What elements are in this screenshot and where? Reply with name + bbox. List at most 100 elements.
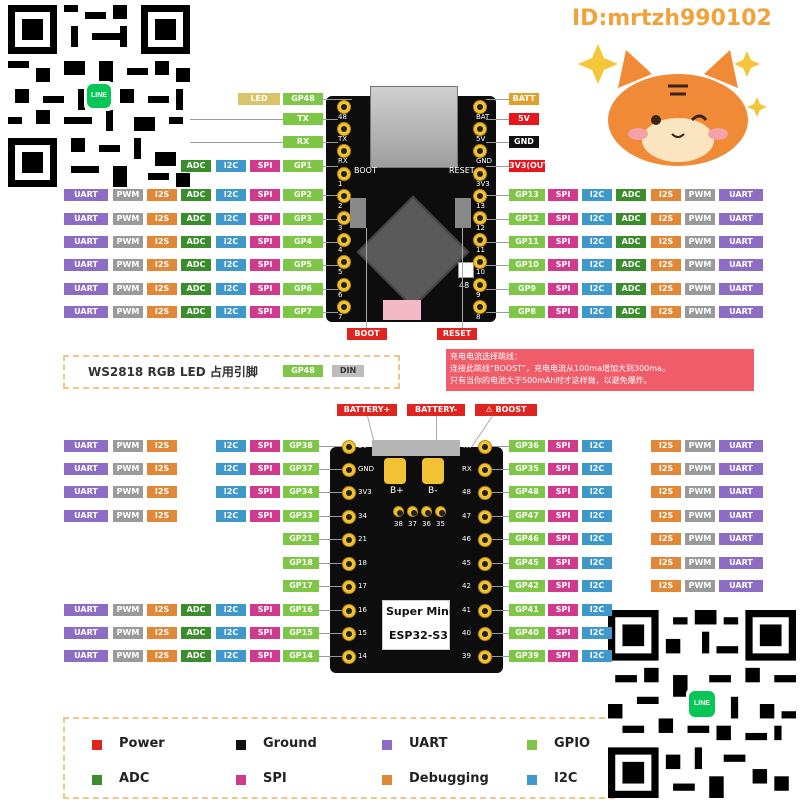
- silk-bottom-left-pin: 16: [358, 606, 367, 614]
- watermark-id: ID:mrtzh990102: [572, 6, 772, 31]
- legend-swatch-ground: [236, 740, 246, 750]
- bottom-right-row5-tag-uart: UART: [719, 533, 763, 545]
- callout-battery-minus: BATTERY-: [407, 404, 465, 416]
- silk-bottom-left-pin: 17: [358, 582, 367, 590]
- silk-top-right-pin: 12: [476, 224, 485, 232]
- top-right-pin: [473, 166, 487, 181]
- silk-bottom-right-pin: 46: [462, 535, 471, 543]
- top-right-row2-tag-i2s: I2S: [651, 213, 681, 225]
- ws2818-din: DIN: [332, 365, 364, 377]
- silk-boot: BOOT: [354, 166, 377, 175]
- bottom-right-row7-gp: GP42: [509, 580, 545, 592]
- top-right-row6-tag-i2s: I2S: [651, 306, 681, 318]
- top-left-row4-tag-pwm: PWM: [113, 259, 143, 271]
- top-left-pin: [337, 233, 351, 248]
- bottom-left-pin: [342, 440, 356, 454]
- top-right-power-3v3out: 3V3(OUT): [509, 160, 553, 172]
- silk-bottom-right-pin: RX: [462, 465, 472, 473]
- bottom-right-row1-tag-i2c: I2C: [582, 440, 612, 452]
- bottom-right-row10-gp: GP39: [509, 650, 545, 662]
- bottom-left-row2-tag-spi: SPI: [250, 463, 280, 475]
- top-right-pin: [473, 299, 487, 314]
- bottom-right-row3-tag-pwm: PWM: [685, 486, 715, 498]
- bottom-left-row1-gp: GP38: [283, 440, 319, 452]
- top-left-row4-tag-i2s: I2S: [147, 259, 177, 271]
- silk-bottom-left-pin: 21: [358, 535, 367, 543]
- bottom-left-row1-tag-i2c: I2C: [216, 440, 246, 452]
- usb-c-connector-top: [370, 86, 458, 168]
- bottom-right-row8-tag-spi: SPI: [548, 604, 578, 616]
- top-right-row4-tag-i2s: I2S: [651, 259, 681, 271]
- bottom-left-pin: [342, 604, 356, 618]
- top-left-pin: [337, 100, 351, 114]
- top-tx-label: TX: [283, 113, 323, 125]
- bottom-right-row2-line: [490, 469, 509, 470]
- silk-top-left-pin: RX: [338, 157, 348, 166]
- legend-label-power: Power: [119, 736, 165, 751]
- bottom-right-row5-tag-i2s: I2S: [651, 533, 681, 545]
- ws2818-box: [63, 355, 400, 389]
- silk-top-right-pin: 8: [476, 312, 481, 321]
- bottom-left-row4-tag-uart: UART: [64, 510, 108, 522]
- top-right-row6-tag-spi: SPI: [548, 306, 578, 318]
- bottom-right-pin: [478, 627, 492, 641]
- silk-bottom-left-pin: 34: [358, 512, 367, 520]
- silk-bottom-right-pin: 47: [462, 512, 471, 520]
- bottom-left-row9-tag-pwm: PWM: [113, 627, 143, 639]
- callout-line-boot: [366, 228, 367, 328]
- silk-bottom-right-pin: TX: [462, 442, 472, 450]
- top-right-row2-tag-uart: UART: [719, 213, 763, 225]
- top-right-row3-tag-spi: SPI: [548, 236, 578, 248]
- bottom-left-row9-gp: GP15: [283, 627, 319, 639]
- bottom-left-row8-tag-i2s: I2S: [147, 604, 177, 616]
- bottom-right-row3-tag-i2c: I2C: [582, 486, 612, 498]
- silk-bottom-left-pin: 15: [358, 629, 367, 637]
- bottom-left-row9-tag-spi: SPI: [250, 627, 280, 639]
- legend-label-uart: UART: [409, 736, 448, 751]
- top-right-row1-line: [486, 195, 509, 196]
- top-left-row3-tag-adc: ADC: [181, 236, 211, 248]
- bottom-right-pin: [478, 580, 492, 594]
- top-left-row6-gp: GP7: [283, 306, 323, 318]
- bottom-right-row7-tag-i2c: I2C: [582, 580, 612, 592]
- bottom-right-row4-tag-spi: SPI: [548, 510, 578, 522]
- legend-label-gpio: GPIO: [554, 736, 591, 751]
- charging-note-line2: 连接此跳线“BOOST”，充电电流从100ma增加大到300ma。: [450, 364, 670, 373]
- top-left-row6-tag-pwm: PWM: [113, 306, 143, 318]
- bottom-left-row4-line: [319, 516, 342, 517]
- top-left-row3-tag-pwm: PWM: [113, 236, 143, 248]
- top-left-row6-tag-i2s: I2S: [147, 306, 177, 318]
- line-app-icon-bottom: LINE: [686, 688, 718, 720]
- top-right-pin: [473, 122, 487, 137]
- top-left-row2-tag-i2c: I2C: [216, 213, 246, 225]
- top-left-row3-tag-i2s: I2S: [147, 236, 177, 248]
- bottom-right-row1-tag-i2s: I2S: [651, 440, 681, 452]
- top-left-row4-tag-adc: ADC: [181, 259, 211, 271]
- top-left-row2-tag-pwm: PWM: [113, 213, 143, 225]
- top-left-row1-tag-i2s: I2S: [147, 189, 177, 201]
- bottom-right-row6-line: [490, 563, 509, 564]
- bottom-left-row9-tag-uart: UART: [64, 627, 108, 639]
- bottom-right-row6-tag-spi: SPI: [548, 557, 578, 569]
- bottom-inner-pad: [435, 506, 446, 517]
- top-led-gp48: GP48: [283, 93, 323, 105]
- top-right-row4-tag-uart: UART: [719, 259, 763, 271]
- board-label-line1: Super Mini: [386, 605, 453, 618]
- bottom-right-row3-gp: GP48: [509, 486, 545, 498]
- top-left-row2-tag-adc: ADC: [181, 213, 211, 225]
- top-right-power-5v: 5V: [509, 113, 539, 125]
- silk-bottom-left-pin: 18: [358, 559, 367, 567]
- silk-bottom-left-pin: 5V: [358, 442, 368, 450]
- bottom-right-row2-tag-pwm: PWM: [685, 463, 715, 475]
- bottom-left-pin: [342, 463, 356, 477]
- top-left-pin: [337, 211, 351, 225]
- usb-c-connector-bottom: [372, 440, 460, 456]
- bottom-right-row3-line: [490, 492, 509, 493]
- legend-label-ground: Ground: [263, 736, 317, 751]
- tiger-mascot-image: [578, 44, 767, 166]
- callout-boost-label: BOOST: [495, 405, 527, 414]
- bottom-right-row7-line: [490, 586, 509, 587]
- bottom-right-row3-tag-uart: UART: [719, 486, 763, 498]
- top-right-pin: [473, 233, 487, 248]
- silk-bottom-left-pin: GND: [358, 465, 375, 473]
